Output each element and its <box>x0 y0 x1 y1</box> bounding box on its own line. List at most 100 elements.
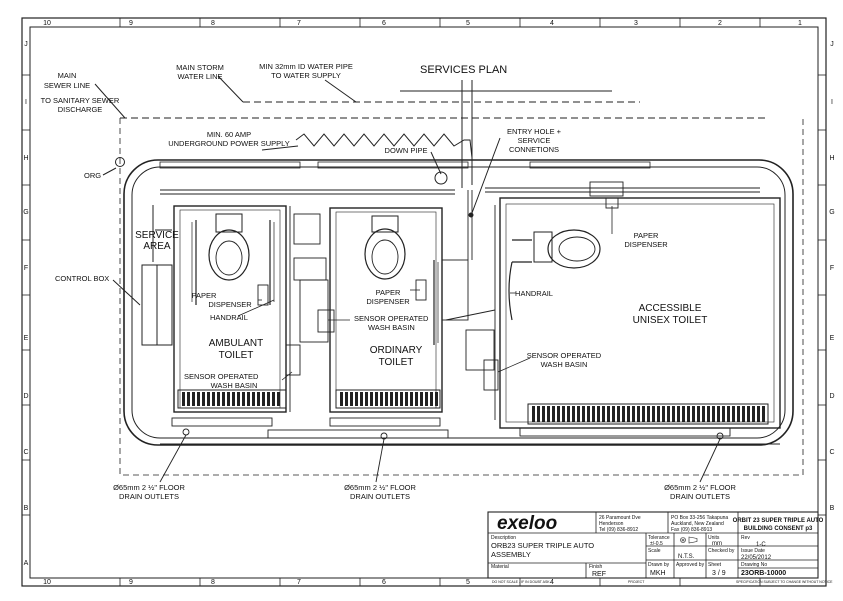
annotations: MAIN SEWER LINE TO SANITARY SEWER DISCHA… <box>41 62 737 501</box>
col-label: 5 <box>466 579 470 586</box>
finish-value: REF <box>592 571 606 578</box>
drain-outlet-label: Ø65mm 2 ½" FLOOR <box>664 483 736 492</box>
address-line: Tel (09) 836-8912 <box>599 527 638 533</box>
col-label: 10 <box>43 20 51 27</box>
column-ticks <box>22 18 826 586</box>
row-label: I <box>25 99 27 106</box>
grate-bar <box>257 392 260 406</box>
grate-bar <box>587 406 590 422</box>
grate-bar <box>537 406 540 422</box>
grate-bar <box>400 392 403 406</box>
po-box-line: Auckland, New Zealand <box>671 521 724 527</box>
drain-outlet-label: Ø65mm 2 ½" FLOOR <box>113 483 185 492</box>
grate-bar <box>385 392 388 406</box>
col-label: 8 <box>211 20 215 27</box>
row-label: I <box>831 99 833 106</box>
ordinary-cubicle <box>317 207 469 413</box>
grate-bar <box>732 406 735 422</box>
grate-bar <box>667 406 670 422</box>
grate-bar <box>350 392 353 406</box>
exeloo-logo: exeloo <box>497 513 557 534</box>
project-title: BUILDING CONSENT p3 <box>744 526 813 532</box>
col-label: 1 <box>798 20 802 27</box>
grate-bar <box>277 392 280 406</box>
sensor-basin-label: SENSOR OPERATED <box>354 314 429 323</box>
grate-bar <box>360 392 363 406</box>
plan-title: SERVICES PLAN <box>420 64 507 76</box>
rev-label: Rev <box>741 535 750 541</box>
row-label: E <box>24 335 29 342</box>
row-label: B <box>24 505 29 512</box>
grate-bar <box>202 392 205 406</box>
floor-grates <box>177 389 769 425</box>
power-label: UNDERGROUND POWER SUPPLY <box>168 139 290 148</box>
service-area <box>112 205 173 346</box>
drain-outlet-label: Ø65mm 2 ½" FLOOR <box>344 483 416 492</box>
grate-bar <box>237 392 240 406</box>
grate-bar <box>425 392 428 406</box>
col-label: 6 <box>382 579 386 586</box>
col-label: 8 <box>211 579 215 586</box>
paper-dispenser-label: PAPER <box>634 231 659 240</box>
drain-outlet-label: DRAIN OUTLETS <box>350 492 410 501</box>
sensor-basin-label: WASH BASIN <box>368 323 415 332</box>
paper-dispenser-label: PAPER <box>376 288 401 297</box>
grate-bars <box>182 392 765 422</box>
grate-bar <box>415 392 418 406</box>
room-labels: SERVICE AREA AMBULANT TOILET ORDINARY TO… <box>135 230 707 368</box>
address-line: Henderson <box>599 521 624 527</box>
control-box-label: CONTROL BOX <box>55 274 109 283</box>
grate-bar <box>197 392 200 406</box>
col-label: 6 <box>382 20 386 27</box>
grate-bar <box>355 392 358 406</box>
drain-outlets <box>159 428 724 483</box>
ambulant-toilet-label: AMBULANT <box>209 338 263 349</box>
grate-bar <box>267 392 270 406</box>
grate-bar <box>622 406 625 422</box>
row-label: J <box>830 41 834 48</box>
grate-bar <box>607 406 610 422</box>
grate-bar <box>617 406 620 422</box>
grate-bar <box>677 406 680 422</box>
central-service-block <box>445 205 499 420</box>
col-label: 5 <box>466 20 470 27</box>
grate-bar <box>582 406 585 422</box>
title-block <box>487 511 819 579</box>
note-left: DO NOT SCALE - IF IN DOUBT ASK <box>492 580 550 584</box>
grate-bar <box>697 406 700 422</box>
grate-bar <box>217 392 220 406</box>
grate-bar <box>375 392 378 406</box>
po-box-line: Fax (09) 836-8913 <box>671 527 712 533</box>
grate-bar <box>242 392 245 406</box>
grate-bar <box>592 406 595 422</box>
grate-bar <box>345 392 348 406</box>
grate-bar <box>370 392 373 406</box>
grate-bar <box>747 406 750 422</box>
units-label: Units <box>708 535 720 541</box>
grate-bar <box>252 392 255 406</box>
ordinary-toilet-label: TOILET <box>379 357 414 368</box>
row-label: F <box>830 265 834 272</box>
main-sewer-label: MAIN <box>58 71 77 80</box>
po-box-line: PO Box 33-256 Takapuna <box>671 515 728 521</box>
grate-bar <box>597 406 600 422</box>
org-label: ORG <box>84 171 101 180</box>
accessible-toilet-label: UNISEX TOILET <box>633 315 708 326</box>
grate-bar <box>727 406 730 422</box>
grate-bar <box>662 406 665 422</box>
col-label: 4 <box>550 579 554 586</box>
drain-outlet-label: DRAIN OUTLETS <box>670 492 730 501</box>
row-label: F <box>24 265 28 272</box>
grate-bar <box>757 406 760 422</box>
row-label: J <box>24 41 28 48</box>
sensor-basin-label: WASH BASIN <box>211 381 258 390</box>
checked-label: Checked by <box>708 548 735 554</box>
entry-hole-label: ENTRY HOLE + <box>507 127 562 136</box>
grate-bar <box>687 406 690 422</box>
col-label: 3 <box>634 20 638 27</box>
address-line: 26 Paramount Dve <box>599 515 641 521</box>
row-label: G <box>23 209 28 216</box>
projection-symbol <box>680 536 698 544</box>
tolerance-label: Tolerance <box>648 535 670 541</box>
grate-bar <box>737 406 740 422</box>
